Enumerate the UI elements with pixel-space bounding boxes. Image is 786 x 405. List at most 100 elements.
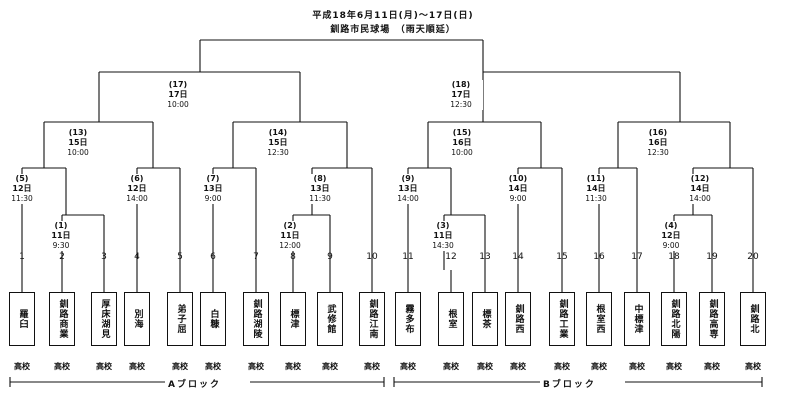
match-time: 14:30 — [432, 241, 454, 250]
match-no: (8) — [313, 174, 327, 183]
match-no: (7) — [206, 174, 220, 183]
team-name: 釧路湖陵 — [251, 299, 262, 339]
match-day: 14日 — [586, 184, 606, 193]
team-number: 8 — [290, 252, 296, 262]
team-suffix: 高校 — [745, 362, 761, 371]
team-name: 別海 — [132, 309, 143, 329]
team-number: 10 — [366, 252, 378, 262]
team-number: 16 — [593, 252, 605, 262]
team-name: 釧路高専 — [707, 299, 718, 339]
team-name: 釧路商業 — [57, 299, 68, 339]
team-name-box: 釧路北 — [740, 292, 766, 346]
match-day: 13日 — [203, 184, 223, 193]
match-day: 15日 — [268, 138, 288, 147]
match-no: (12) — [690, 174, 710, 183]
match-no: (3) — [436, 221, 450, 230]
team-name: 釧路工業 — [557, 299, 568, 339]
team-suffix: 高校 — [172, 362, 188, 371]
team-name-box: 中標津 — [624, 292, 650, 346]
match-time: 9:00 — [662, 241, 680, 250]
team-number: 3 — [101, 252, 107, 262]
team-name: 羅臼 — [17, 309, 28, 329]
match-time: 9:00 — [509, 194, 527, 203]
team-name-box: 釧路湖陵 — [243, 292, 269, 346]
venue-line: 釧路市民球場 （雨天順延） — [330, 25, 456, 35]
team-number: 17 — [631, 252, 643, 262]
team-suffix: 高校 — [129, 362, 145, 371]
match-day: 12日 — [661, 231, 681, 240]
team-suffix: 高校 — [477, 362, 493, 371]
team-name-box: 霧多布 — [395, 292, 421, 346]
match-day: 12日 — [127, 184, 147, 193]
team-suffix: 高校 — [591, 362, 607, 371]
block-a-label: Aブロック — [168, 380, 221, 390]
team-suffix: 高校 — [629, 362, 645, 371]
team-number: 13 — [479, 252, 491, 262]
team-name: 釧路西 — [513, 304, 524, 334]
match-no: (2) — [283, 221, 297, 230]
team-name-box: 釧路商業 — [49, 292, 75, 346]
match-time: 14:00 — [689, 194, 711, 203]
match-day: 14日 — [690, 184, 710, 193]
team-name: 釧路北陽 — [669, 299, 680, 339]
match-day: 11日 — [433, 231, 453, 240]
team-number: 14 — [512, 252, 524, 262]
team-suffix: 高校 — [704, 362, 720, 371]
match-day: 11日 — [280, 231, 300, 240]
team-suffix: 高校 — [510, 362, 526, 371]
team-name-box: 釧路江南 — [359, 292, 385, 346]
match-no: (17) — [168, 80, 188, 89]
team-suffix: 高校 — [400, 362, 416, 371]
match-no: (16) — [648, 128, 668, 137]
team-suffix: 高校 — [54, 362, 70, 371]
team-name-box: 白糠 — [200, 292, 226, 346]
match-day: 13日 — [310, 184, 330, 193]
match-no: (15) — [452, 128, 472, 137]
match-no: (11) — [586, 174, 606, 183]
match-time: 9:30 — [52, 241, 70, 250]
team-suffix: 高校 — [322, 362, 338, 371]
match-day: 16日 — [452, 138, 472, 147]
team-number: 5 — [177, 252, 183, 262]
match-time: 12:00 — [279, 241, 301, 250]
match-time: 12:30 — [647, 148, 669, 157]
match-no: (4) — [664, 221, 678, 230]
team-number: 12 — [445, 252, 457, 262]
team-name: 釧路江南 — [367, 299, 378, 339]
team-name-box: 武修館 — [317, 292, 343, 346]
team-name: 釧路北 — [748, 304, 759, 334]
team-suffix: 高校 — [554, 362, 570, 371]
match-time: 14:00 — [397, 194, 419, 203]
team-number: 6 — [210, 252, 216, 262]
team-name: 根室西 — [594, 304, 605, 334]
match-time: 11:30 — [309, 194, 331, 203]
match-no: (13) — [68, 128, 88, 137]
team-name: 厚床湖見 — [99, 299, 110, 339]
team-name-box: 根室 — [438, 292, 464, 346]
team-name: 標津 — [288, 309, 299, 329]
match-day: 17日 — [168, 90, 188, 99]
match-day: 12日 — [12, 184, 32, 193]
match-time: 11:30 — [585, 194, 607, 203]
team-name-box: 標茶 — [472, 292, 498, 346]
team-name-box: 弟子屈 — [167, 292, 193, 346]
team-name: 武修館 — [325, 304, 336, 334]
match-no: (14) — [268, 128, 288, 137]
team-name-box: 釧路北陽 — [661, 292, 687, 346]
team-name: 霧多布 — [403, 304, 414, 334]
match-time: 14:00 — [126, 194, 148, 203]
team-name: 根室 — [446, 309, 457, 329]
